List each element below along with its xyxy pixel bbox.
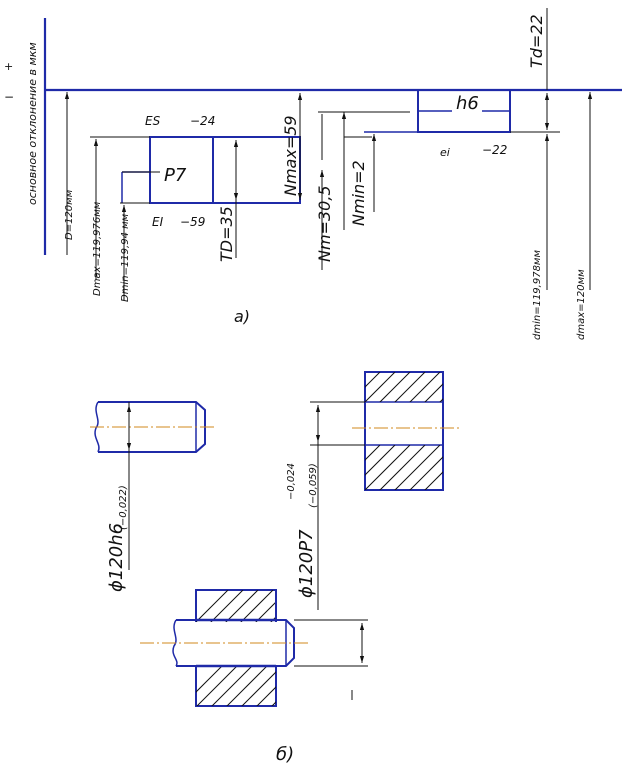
dmin-hole-label: Dmin=119,94 мм (120, 213, 131, 302)
plus-sign: + (4, 60, 13, 73)
hole-dimension: ϕ120P7 (296, 529, 317, 598)
dmax-hole-label: Dmax=119,976мм (92, 201, 103, 296)
shaft-drawing: ϕ120h6 (−0,022) (90, 401, 215, 592)
hole-tolerance-lower: (−0,059) (308, 463, 319, 508)
dmin-shaft-label: dmin=119,978мм (532, 250, 543, 340)
d-nominal-label: D=120мм (64, 189, 75, 240)
es-value: −24 (190, 114, 215, 128)
p7-label: P7 (164, 165, 187, 186)
ei-lower-value: −22 (482, 143, 507, 157)
bushing-drawing: ϕ120P7 −0,024 (−0,059) (286, 371, 460, 610)
parts-drawing: ϕ120h6 (−0,022) (90, 371, 460, 765)
axis-title: основное отклонение в мкм (26, 42, 39, 205)
td-label: TD=35 (217, 206, 236, 262)
nm-label: Nm=30,5 (315, 185, 334, 262)
caption-a: а) (234, 307, 250, 326)
nmin-label: Nmin=2 (349, 160, 368, 226)
dmax-shaft-label: dmax=120мм (576, 269, 587, 340)
fit-diagram: + − основное отклонение в мкм P7 ES −24 … (4, 8, 622, 340)
ei-lower-label: ei (440, 146, 450, 159)
ei-upper-value: −59 (180, 215, 205, 229)
shaft-dimension: ϕ120h6 (106, 523, 127, 592)
shaft-tolerance: (−0,022) (118, 485, 129, 530)
minus-sign: − (4, 90, 14, 104)
nmax-label: Nmax=59 (281, 115, 300, 196)
caption-b: б) (276, 744, 294, 765)
td-shaft-label: Td=22 (527, 14, 546, 68)
ei-upper-label: EI (152, 215, 164, 229)
assembly-drawing (140, 589, 368, 707)
hole-tolerance-upper: −0,024 (286, 463, 297, 500)
es-label: ES (145, 114, 161, 128)
h6-label: h6 (456, 93, 479, 114)
